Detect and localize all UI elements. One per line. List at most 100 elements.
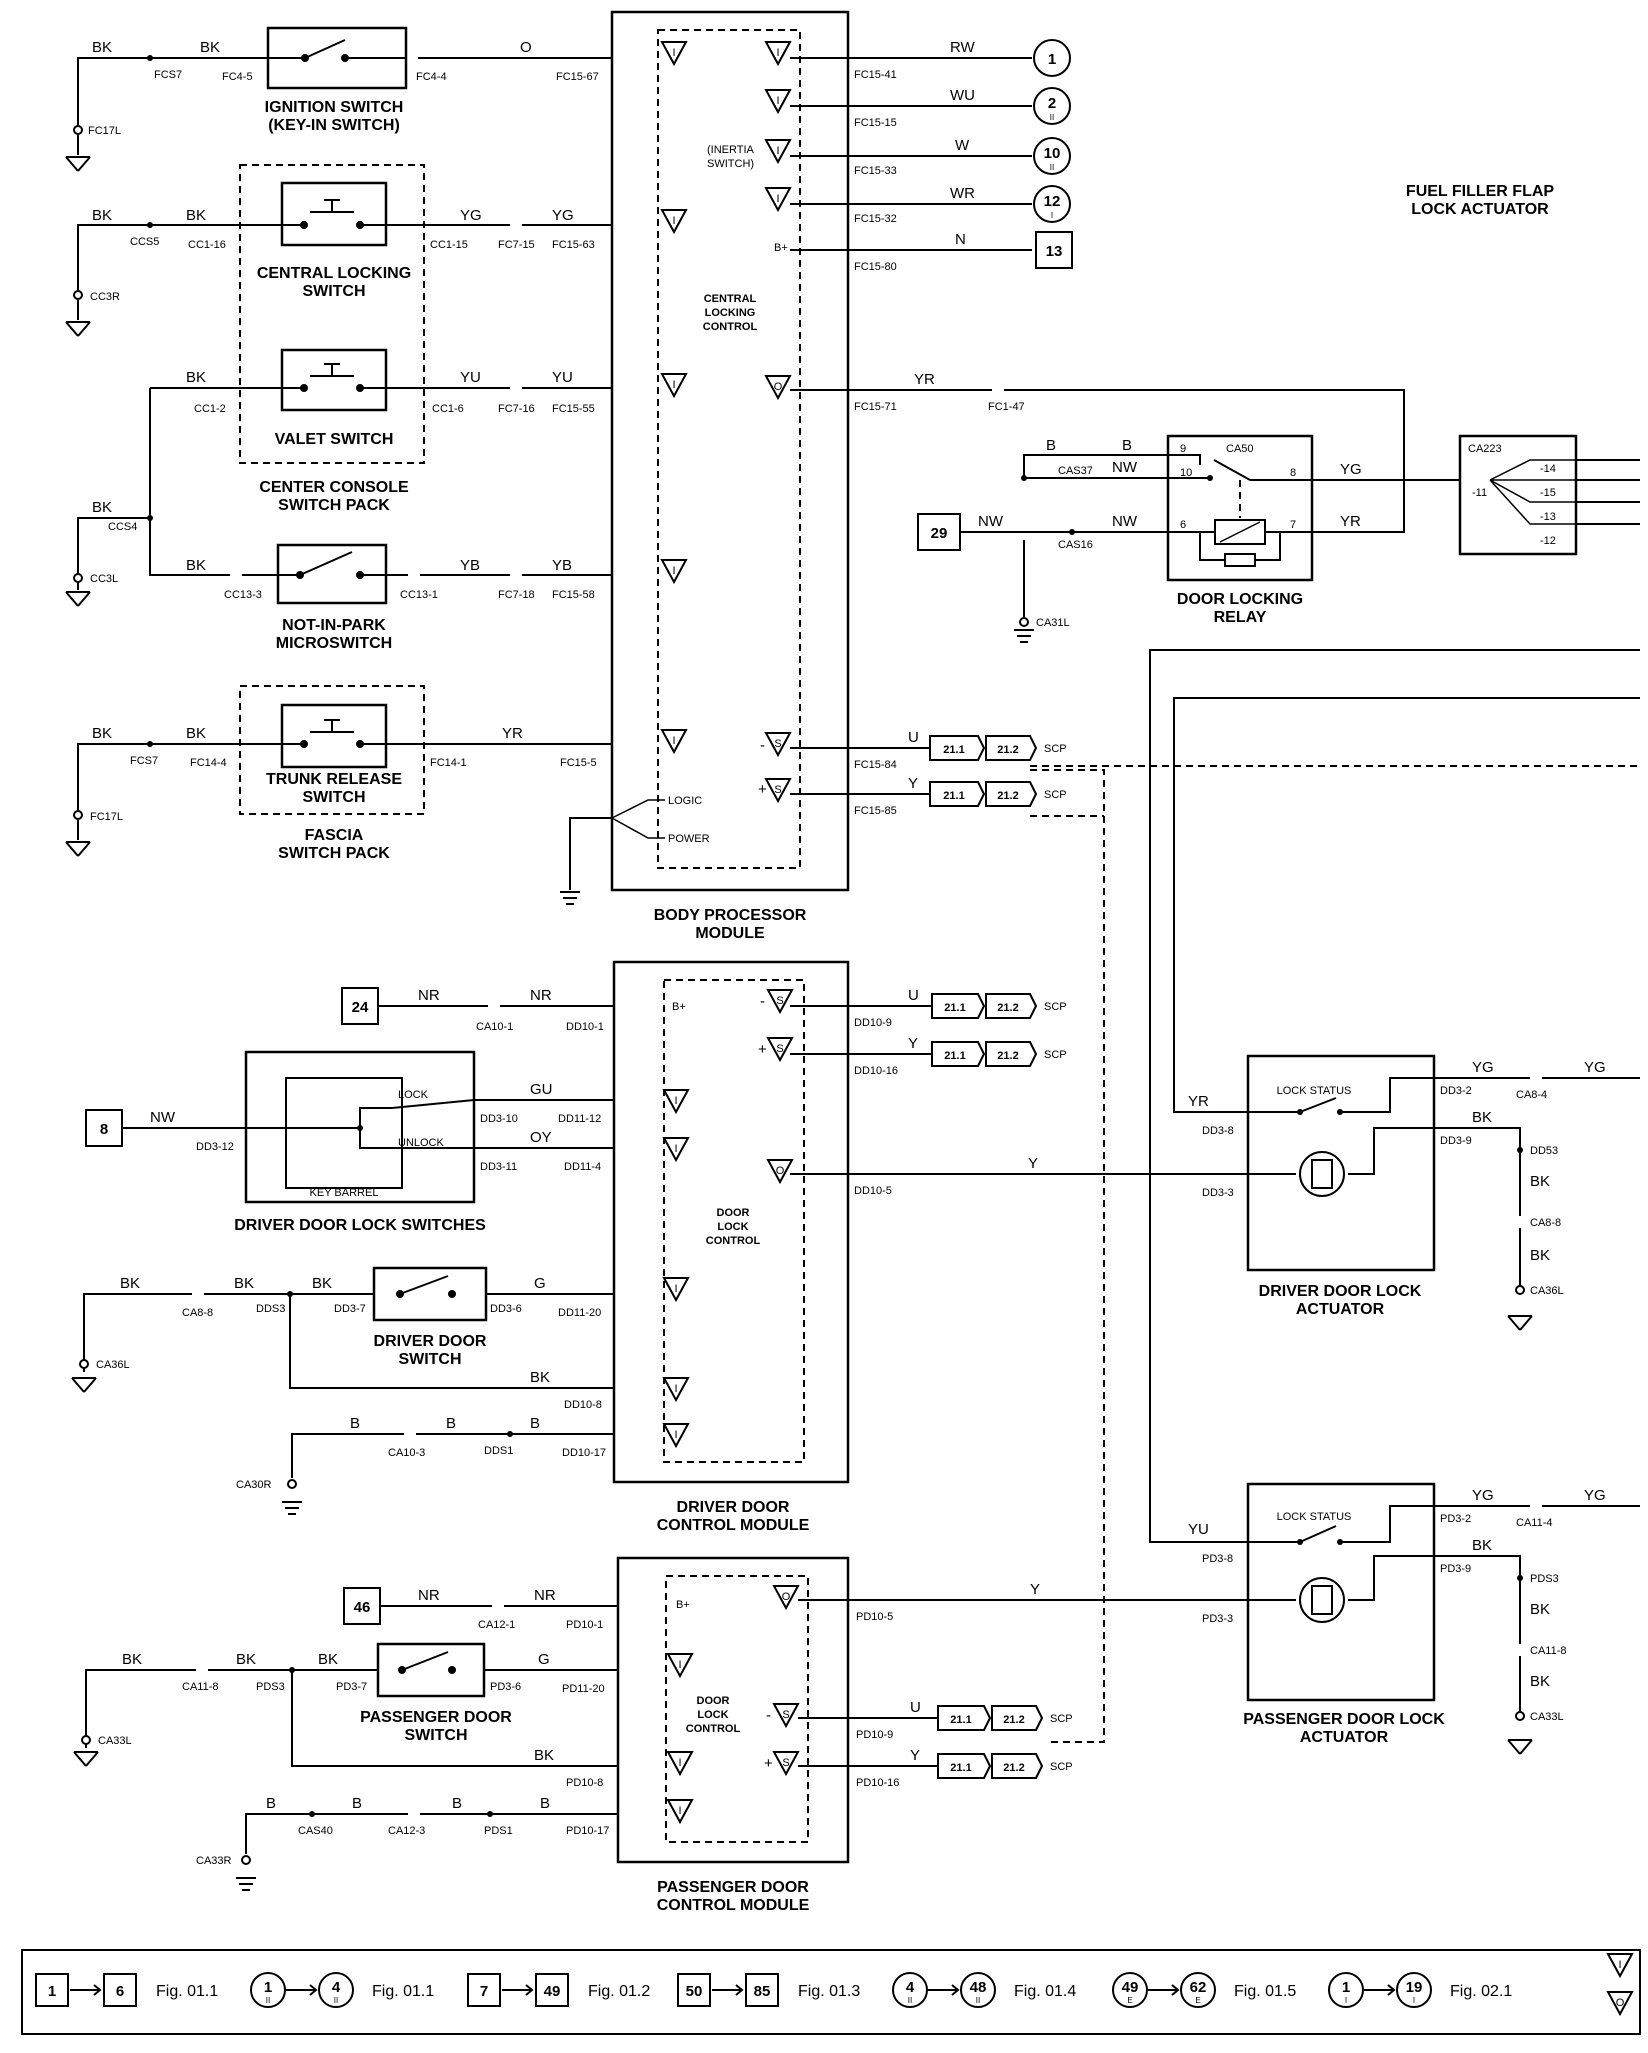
ca223-pin-13: -13: [1540, 511, 1556, 523]
ddcm-title-2: CONTROL MODULE: [657, 1517, 810, 1534]
conn-ca33l-a: CA33L: [98, 1735, 132, 1747]
ca223-pin-14: -14: [1540, 463, 1556, 475]
sym-i: I: [674, 1429, 677, 1441]
ref-1: 1: [1048, 51, 1056, 68]
power-label: POWER: [668, 833, 710, 845]
conn-fc15-67: FC15-67: [556, 71, 599, 83]
conn-pd3-3: PD3-3: [1202, 1613, 1233, 1625]
legend-ref-shape: [1112, 1972, 1148, 2008]
wire-yg-pact-1: YG: [1472, 1487, 1494, 1504]
legend-ref-sub: II: [266, 1996, 270, 2005]
scp-ref-bpm-minus: 21.1 21.2 SCP: [929, 735, 1067, 761]
wire-bk-nip-2: BK: [186, 557, 206, 574]
legend-ref-to: 48: [970, 1979, 987, 1996]
sym-o: O: [782, 1591, 791, 1603]
conn-cc1-16: CC1-16: [188, 239, 226, 251]
wire-bk-dact-1: BK: [1472, 1109, 1492, 1126]
conn-cc1-2: CC1-2: [194, 403, 226, 415]
legend-ref-shape: [35, 1973, 69, 2007]
conn-fc1-47: FC1-47: [988, 401, 1025, 413]
legend-ref-to: 19: [1406, 1979, 1423, 1996]
wire-bk-trunk-2: BK: [186, 725, 206, 742]
dds-label-1: DRIVER DOOR: [374, 1333, 487, 1350]
lock-status-p: LOCK STATUS: [1277, 1511, 1352, 1523]
wire-yg-dact-1: YG: [1472, 1059, 1494, 1076]
wire-oy: OY: [530, 1129, 552, 1146]
legend-ref-to: 62: [1190, 1979, 1207, 1996]
conn-ca10-1: CA10-1: [476, 1021, 513, 1033]
conn-ca11-8-a: CA11-8: [182, 1681, 218, 1693]
conn-dd3-8: DD3-8: [1202, 1125, 1234, 1137]
wire-bk-pds-1: BK: [122, 1651, 142, 1668]
legend-arrow: [70, 1984, 102, 1996]
legend-ref-sub: II: [334, 1996, 338, 2005]
legend-arrow: [928, 1984, 960, 1996]
wire-yg-pact-2: YG: [1584, 1487, 1606, 1504]
nip-label-2: MICROSWITCH: [276, 635, 392, 652]
conn-fc14-4: FC14-4: [190, 757, 227, 769]
legend-fig-label: Fig. 01.5: [1234, 1983, 1296, 2000]
wire-nr-dd-2: NR: [530, 987, 552, 1004]
conn-cc3l: CC3L: [90, 573, 118, 585]
scp-text: SCP: [1044, 1049, 1067, 1061]
conn-dd3-3: DD3-3: [1202, 1187, 1234, 1199]
sym-i: I: [672, 735, 675, 747]
sym-i: I: [776, 95, 779, 107]
pdcm-title-2: CONTROL MODULE: [657, 1897, 810, 1914]
legend-ref-shape: [745, 1973, 779, 2007]
ca223-pin-12: -12: [1540, 535, 1556, 547]
legend-ref-shape: [1396, 1972, 1432, 2008]
sym-o: O: [776, 1165, 785, 1177]
scp-21-1: 21.1: [950, 1762, 971, 1774]
scp-21-2: 21.2: [997, 790, 1018, 802]
pact-label-2: ACTUATOR: [1300, 1729, 1389, 1746]
ccsp-label-2: SWITCH PACK: [278, 497, 390, 514]
door-locking-relay: 29 B B NW NW NW CAS37 CAS16 CA50 9 10 6 …: [917, 434, 1640, 643]
wire-b-relay-1: B: [1046, 437, 1056, 454]
wire-u-bpm: U: [908, 729, 919, 746]
trunk-release-circuit: BK BK YR FCS7 FC14-4 FC14-1 FC15-5 FC17L…: [65, 685, 612, 862]
conn-dd3-9: DD3-9: [1440, 1135, 1472, 1147]
valet-switch-label: VALET SWITCH: [275, 431, 394, 448]
body-processor-module: BODY PROCESSOR MODULE CENTRAL LOCKING CO…: [559, 10, 850, 942]
cls-label-2: SWITCH: [302, 283, 365, 300]
conn-dds3: DDS3: [256, 1303, 285, 1315]
trunk-label-2: SWITCH: [302, 789, 365, 806]
legend-ref-sub: E: [1195, 1996, 1200, 2005]
sym-i: I: [674, 1283, 677, 1295]
ignition-switch-label-1: IGNITION SWITCH: [265, 99, 404, 116]
conn-cc13-1: CC13-1: [400, 589, 438, 601]
conn-cc13-3: CC13-3: [224, 589, 262, 601]
legend-ref-shape: [677, 1973, 711, 2007]
conn-fc17l-b: FC17L: [90, 811, 123, 823]
conn-dd10-1: DD10-1: [566, 1021, 604, 1033]
conn-dd11-12: DD11-12: [558, 1113, 601, 1125]
dact-label-1: DRIVER DOOR LOCK: [1259, 1283, 1422, 1300]
conn-fc15-63: FC15-63: [552, 239, 595, 251]
wire-bk-pds-3: BK: [318, 1651, 338, 1668]
dlc-p-1: DOOR: [697, 1695, 730, 1707]
conn-fc15-33: FC15-33: [854, 165, 897, 177]
legend-fig-label: Fig. 01.1: [156, 1983, 218, 2000]
conn-dd10-5: DD10-5: [854, 1185, 892, 1197]
bpm-title-1: BODY PROCESSOR: [654, 907, 807, 924]
legend-ref-to: 85: [754, 1983, 771, 2000]
actuator-feed-lines: [1030, 649, 1640, 1743]
conn-pd3-6: PD3-6: [490, 1681, 521, 1693]
wire-y-bpm: Y: [908, 775, 918, 792]
conn-fc15-55: FC15-55: [552, 403, 595, 415]
ref-8: 8: [100, 1121, 108, 1138]
ref-2: 2: [1048, 95, 1056, 112]
legend-fig-label: Fig. 01.3: [798, 1983, 860, 2000]
legend-ref-shape: [960, 1972, 996, 2008]
sym-i: I: [672, 565, 675, 577]
conn-dd3-7: DD3-7: [334, 1303, 366, 1315]
wire-bk-dds-2: BK: [234, 1275, 254, 1292]
conn-dd53: DD53: [1530, 1145, 1558, 1157]
relay-label-2: RELAY: [1214, 609, 1267, 626]
conn-ca11-8-b: CA11-8: [1530, 1645, 1566, 1657]
conn-fc15-41: FC15-41: [854, 69, 897, 81]
relay-pin-6: 6: [1180, 519, 1186, 531]
legend-ref-shape: [318, 1972, 354, 2008]
